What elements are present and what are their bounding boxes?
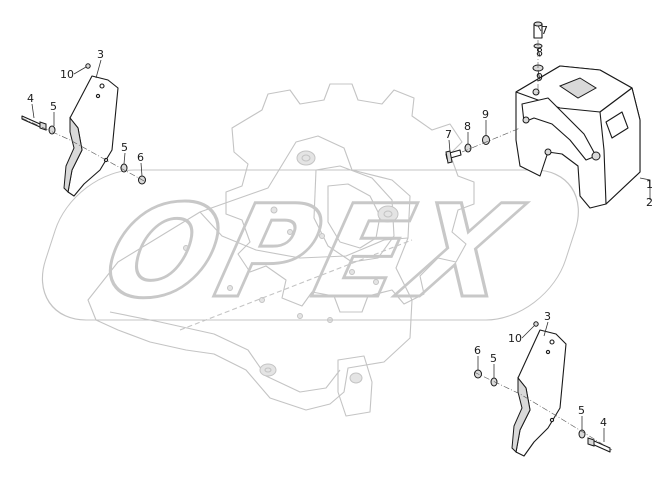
callout-labels: 3 10 4 5 5 6 7 8 9 7 8 9 1 2 3 10 6 5 5 … xyxy=(27,24,653,429)
bolt-4-lower xyxy=(591,439,611,453)
part-3-upper-left-guard xyxy=(63,75,119,197)
nut-5-upper-left xyxy=(48,125,56,135)
frame-inner-edge xyxy=(109,311,341,393)
frame-side-plate-inner xyxy=(327,183,381,249)
callout-9: 9 xyxy=(536,71,543,84)
guard-edge-upper-left xyxy=(63,116,83,194)
washer-8-mid xyxy=(464,143,472,153)
housing-front-face xyxy=(599,87,641,205)
callout-6: 6 xyxy=(137,151,144,164)
callout-10: 10 xyxy=(508,332,522,345)
frame-center-line xyxy=(179,239,413,331)
watermark-frame xyxy=(41,169,579,321)
callout-3: 3 xyxy=(97,48,104,61)
housing-top-slot xyxy=(558,77,597,99)
callout-6: 6 xyxy=(474,344,481,357)
housing-arch xyxy=(521,97,597,161)
callout-2: 2 xyxy=(646,196,653,209)
callout-5: 5 xyxy=(578,404,585,417)
callout-3: 3 xyxy=(544,310,551,323)
lower-fasteners xyxy=(473,321,613,453)
top-fasteners xyxy=(532,21,544,94)
callout-5: 5 xyxy=(121,141,128,154)
frame-body xyxy=(87,135,413,411)
part-1-2-housing xyxy=(515,65,641,209)
mid-fasteners xyxy=(445,127,521,164)
nut-5-lower-left xyxy=(490,377,498,387)
nut-5-mid-left xyxy=(120,163,128,173)
frame-holes xyxy=(183,150,399,384)
frame-lower-bracket xyxy=(337,355,373,417)
background-frame-assembly xyxy=(87,83,475,417)
callout-8: 8 xyxy=(536,46,543,59)
washer-10-upper-left xyxy=(85,63,91,69)
callout-5: 5 xyxy=(490,352,497,365)
callout-9: 9 xyxy=(482,108,489,121)
callout-8: 8 xyxy=(464,120,471,133)
watermark: OPEX xyxy=(41,169,579,328)
bolt-4-upper-left xyxy=(21,115,41,128)
callout-5: 5 xyxy=(50,100,57,113)
callout-4: 4 xyxy=(600,416,607,429)
part-3-lower-guard xyxy=(511,329,567,457)
leader-lines xyxy=(31,25,651,442)
washer-10-lower xyxy=(533,321,539,327)
callout-4: 4 xyxy=(27,92,34,105)
frame-top-edge xyxy=(199,211,409,259)
watermark-text: OPEX xyxy=(91,177,535,327)
frame-side-plate xyxy=(313,165,395,263)
sprocket-outline xyxy=(225,83,475,313)
callout-10: 10 xyxy=(60,68,74,81)
callout-7: 7 xyxy=(541,24,548,37)
callout-1: 1 xyxy=(646,178,653,191)
callout-7: 7 xyxy=(445,128,452,141)
upper-left-fasteners xyxy=(21,63,147,185)
